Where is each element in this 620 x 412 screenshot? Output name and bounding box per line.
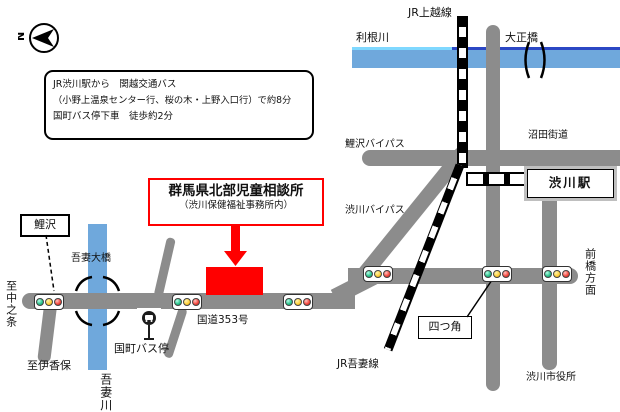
signal-green-lens [365,270,373,278]
traffic-light-yotsukado [482,266,512,282]
compass-n-letter: N [18,32,27,41]
station-front-crossing [466,172,528,186]
signal-green-lens [36,298,44,306]
taisho-bridge-icon [524,41,546,79]
destination-title: 群馬県北部児童相談所 [168,183,304,199]
destination-arrow-icon [224,221,247,266]
signal-yellow-lens [294,298,302,306]
taisho-bridge-label: 大正橋 [505,31,538,44]
shibukawa-city-hall-label: 渋川市役所 [526,372,576,383]
signal-green-lens [544,270,552,278]
agatsuma-river-label: 吾妻川 [98,373,113,412]
signal-green-lens [484,270,492,278]
jr-joetsu-line-label: JR上越線 [408,6,452,19]
compass-icon: N [18,23,59,53]
jr-agatsuma-line-label: JR吾妻線 [337,358,379,370]
traffic-light-koizawa [34,294,64,310]
signal-yellow-lens [183,298,191,306]
koizawa-label: 鯉沢 [34,218,56,232]
signal-yellow-lens [374,270,382,278]
signal-red-lens [192,298,200,306]
signal-green-lens [285,298,293,306]
signal-red-lens [562,270,570,278]
signal-red-lens [54,298,62,306]
signal-red-lens [383,270,391,278]
shibukawa-bypass-label: 渋川バイパス [345,205,405,216]
to-nakanojo-label: 至中之条 [4,280,18,328]
route-353-label: 国道353号 [197,314,249,326]
koizawa-leader-line [45,234,55,292]
koizawa-bypass-label: 鯉沢バイパス [345,139,405,150]
road-ekimae-street [542,158,557,370]
signal-yellow-lens [45,298,53,306]
yotsukado-leader-line [466,279,493,318]
road-numata-kaido [486,25,500,391]
signal-red-lens [303,298,311,306]
numata-kaido-label: 沼田街道 [528,130,568,141]
yotsukado-callout: 四つ角 [418,316,472,339]
destination-building [206,267,263,295]
destination-callout: 群馬県北部児童相談所 （渋川保健福祉事務所内） [148,178,324,226]
traffic-light-kunimachi [172,294,202,310]
bus-info-line2: （小野上温泉センター行、桜の木・上野入口行）で約8分 [53,95,292,106]
tone-river-edge-cyan [352,47,452,50]
bus-info-line1: JR渋川駅から 関越交通バス [53,79,177,90]
signal-yellow-lens [553,270,561,278]
signal-green-lens [174,298,182,306]
road-branch-ikaho [37,305,57,364]
agatsuma-bridge-icon [74,275,121,327]
traffic-light-center [283,294,313,310]
signal-red-lens [502,270,510,278]
signal-yellow-lens [493,270,501,278]
road-main-east [348,268,578,284]
yotsukado-label: 四つ角 [428,320,462,334]
kunimachi-bus-stop-label: 国町バス停 [114,342,169,355]
tone-river-edge-blue [452,47,620,50]
traffic-light-ekimae [542,266,572,282]
to-ikaho-label: 至伊香保 [27,359,71,372]
road-cross-upper-stub [153,236,176,298]
destination-subtitle: （渋川保健福祉事務所内） [178,199,293,211]
bus-info-box: JR渋川駅から 関越交通バス （小野上温泉センター行、桜の木・上野入口行）で約8… [44,70,314,140]
agatsuma-bridge-label: 吾妻大橋 [71,253,111,264]
traffic-light-bypass-junction [363,266,393,282]
bus-stop-sign [137,308,161,342]
shibukawa-station-label: 渋川駅 [548,175,593,191]
to-maebashi-label: 前橋方面 [583,248,597,296]
bus-info-line3: 国町バス停下車 徒歩約2分 [53,111,174,122]
jr-joetsu-line-track [457,16,468,168]
koizawa-callout: 鯉沢 [20,214,70,237]
bus-stop-icon [142,311,156,340]
tone-river-label: 利根川 [356,31,389,44]
shibukawa-station-box: 渋川駅 [527,169,614,198]
